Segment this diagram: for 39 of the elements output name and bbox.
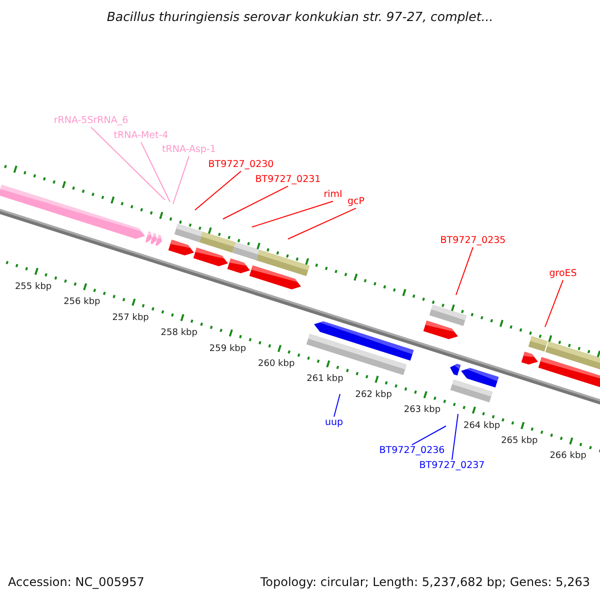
leader-line — [544, 280, 564, 328]
scale-label: 255 kbp — [14, 282, 52, 292]
scale-label: 257 kbp — [112, 312, 149, 323]
gene-label: BT9727_0230 — [208, 160, 274, 170]
scale-label: 265 kbp — [501, 436, 538, 446]
gene-label: uup — [324, 418, 344, 428]
gene-label: rRNA-5SrRNA_6 — [54, 116, 128, 126]
leader-line — [222, 186, 288, 220]
scale-label: 262 kbp — [355, 390, 392, 400]
scale-label: 261 kbp — [306, 374, 344, 384]
gene-label: BT9727_0237 — [419, 460, 485, 472]
leader-line — [452, 414, 458, 460]
scale-label: 263 kbp — [404, 405, 441, 416]
gene-label: BT9727_0231 — [255, 174, 321, 186]
gene-label: groES — [549, 268, 577, 280]
leader-line — [140, 142, 170, 202]
leader-line — [90, 126, 166, 200]
scale-label: 256 kbp — [64, 297, 100, 308]
accession-text: Accession: NC_005957 — [8, 575, 144, 589]
gene-label: gcP — [348, 196, 364, 208]
gene-label: BT9727_0236 — [379, 446, 445, 456]
scale-label: 260 kbp — [258, 358, 295, 369]
scale-label: 258 kbp — [160, 328, 198, 338]
gene-label: rimI — [324, 190, 342, 200]
scale-label: 264 kbp — [463, 420, 500, 431]
genome-info-text: Topology: circular; Length: 5,237,682 bp; Genes: 5,263 — [260, 575, 590, 589]
leader-line — [252, 200, 334, 228]
leader-line — [172, 156, 190, 204]
leader-line — [334, 394, 340, 418]
scale-label: 259 kbp — [209, 344, 246, 354]
gene-label: tRNA-Asp-1 — [162, 144, 216, 156]
leader-line — [412, 426, 446, 446]
gene-label: tRNA-Met-4 — [114, 130, 168, 142]
gene-label: BT9727_0235 — [440, 236, 506, 246]
scale-label: 266 kbp — [550, 451, 586, 462]
leader-line — [456, 246, 474, 296]
leader-line — [194, 170, 242, 210]
map-title: Bacillus thuringiensis serovar konkukian str. 97-27, complet... — [106, 9, 494, 24]
leader-line — [288, 208, 356, 240]
